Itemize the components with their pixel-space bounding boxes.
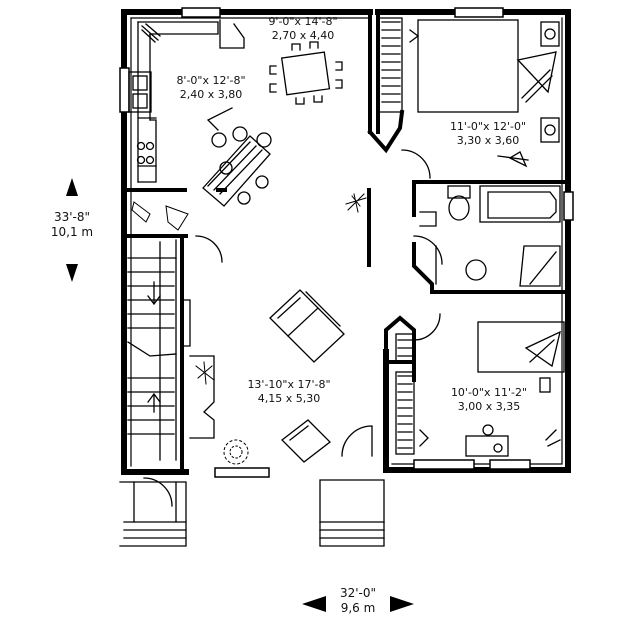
kitchen-size-metric: 2,40 x 3,80 [179, 88, 243, 101]
overall-width-label: 32'-0" 9,6 m [318, 586, 398, 616]
overall-width-metric: 9,6 m [340, 601, 376, 615]
living-room-label: 13'-10"x 17'-8" 4,15 x 5,30 [234, 378, 344, 406]
bedroom-1-size-imperial: 11'-0"x 12'-0" [449, 120, 527, 133]
stairs [127, 239, 177, 461]
dining-set [269, 41, 343, 105]
kitchen-label: 8'-0"x 12'-8" 2,40 x 3,80 [156, 74, 266, 102]
kitchen-island [202, 107, 272, 207]
bedroom-1-size-metric: 3,30 x 3,60 [456, 134, 520, 147]
bathroom-fixtures [413, 185, 561, 287]
width-dimension [302, 596, 414, 612]
dining-room-size-imperial: 9'-0"x 14'-8" [268, 15, 338, 28]
potted-plant [223, 439, 249, 465]
dining-room-size-metric: 2,70 x 4,40 [271, 29, 335, 42]
kitchen-counters [128, 19, 245, 183]
bedroom-1-furniture [379, 17, 560, 179]
overall-depth-metric: 10,1 m [50, 225, 94, 239]
porches [119, 477, 385, 547]
bedroom-2-size-imperial: 10'-0"x 11'-2" [450, 386, 528, 399]
kitchen-size-imperial: 8'-0"x 12'-8" [176, 74, 246, 87]
interior-walls [122, 12, 570, 474]
living-furniture [183, 235, 373, 463]
depth-dimension [66, 178, 78, 282]
bedroom-2-label: 10'-0"x 11'-2" 3,00 x 3,35 [434, 386, 544, 414]
bedroom-2-furniture [395, 313, 565, 457]
overall-depth-imperial: 33'-8" [53, 210, 91, 224]
overall-depth-label: 33'-8" 10,1 m [32, 210, 112, 240]
living-room-size-metric: 4,15 x 5,30 [257, 392, 321, 405]
exterior-walls [121, 9, 571, 475]
dining-room-label: 9'-0"x 14'-8" 2,70 x 4,40 [248, 15, 358, 43]
windows [119, 7, 574, 478]
overall-width-imperial: 32'-0" [339, 586, 377, 600]
bedroom-1-label: 11'-0"x 12'-0" 3,30 x 3,60 [438, 120, 538, 148]
bedroom-2-size-metric: 3,00 x 3,35 [457, 400, 521, 413]
living-room-size-imperial: 13'-10"x 17'-8" [247, 378, 331, 391]
decor-marks [131, 193, 367, 385]
